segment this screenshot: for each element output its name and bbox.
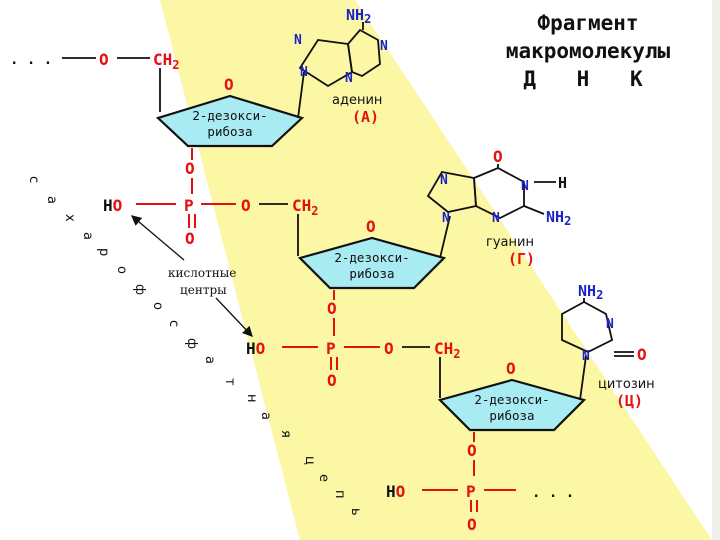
svg-text:N: N	[521, 179, 529, 194]
svg-text:N: N	[440, 173, 448, 188]
ch2-group-2: CH2	[292, 196, 319, 218]
base-name-adenine: аденин	[332, 93, 382, 108]
chain-label-letter: о	[114, 266, 129, 274]
guanine-carbonyl-o: O	[493, 147, 503, 166]
ellipsis-left: . . .	[10, 52, 52, 68]
ester-oxygen-3: O	[384, 339, 394, 358]
svg-text:N: N	[606, 317, 614, 332]
acid-centers-line1: кислотные	[168, 266, 236, 280]
ho-label-3: HO	[386, 482, 405, 501]
sugar-label-1a: 2-дезокси-	[192, 108, 267, 123]
slide-edge	[712, 0, 720, 540]
ho-label-1: HO	[103, 196, 122, 215]
chain-label-letter: н	[244, 394, 259, 403]
guanine-structure: N N N N O H NH2	[426, 147, 571, 228]
svg-text:N: N	[345, 71, 353, 86]
acid-arrow-2	[215, 297, 253, 337]
sugar-label-1b: рибоза	[207, 124, 252, 139]
base-name-cytosine: цитозин	[598, 377, 655, 392]
sugar-label-3b: рибоза	[489, 408, 534, 423]
svg-text:N: N	[300, 65, 308, 80]
ch2-group-3: CH2	[434, 339, 461, 361]
phosphorus-1: P	[184, 196, 194, 215]
svg-text:N: N	[582, 349, 590, 364]
adenine-structure: N N N N NH2	[294, 6, 388, 88]
chain-label-letter: п	[332, 490, 347, 499]
ester-oxygen-2: O	[241, 196, 251, 215]
phosphate-oxygen-3a: O	[467, 441, 477, 460]
chain-label-letter: ц	[302, 456, 317, 465]
sugar-label-2b: рибоза	[349, 266, 394, 281]
phosphorus-3: P	[466, 482, 476, 501]
phosphate-oxygen-3b: O	[467, 515, 477, 534]
phosphate-oxygen-1a: O	[185, 159, 195, 178]
svg-text:N: N	[442, 211, 450, 226]
sugar-label-2a: 2-дезокси-	[334, 250, 409, 265]
ring-oxygen-1: O	[224, 75, 234, 94]
ribose-ring-2	[297, 236, 447, 290]
chain-label-letter: ф	[132, 284, 147, 295]
nucleotide-3: CH2 O 2-дезокси- рибоза N N NH2 O цитози…	[386, 282, 655, 534]
base-code-guanine: (Г)	[508, 250, 535, 268]
chain-label-letter: с	[166, 320, 181, 327]
guanine-nh2: NH2	[546, 208, 571, 228]
ho-label-2: HO	[246, 339, 265, 358]
guanine-h: H	[558, 174, 567, 192]
svg-text:N: N	[492, 211, 500, 226]
svg-text:N: N	[380, 39, 388, 54]
chain-label-letter: х	[62, 214, 77, 222]
chain-label-letter: а	[80, 232, 95, 240]
ring-oxygen-2: O	[366, 217, 376, 236]
nucleotide-2: CH2 O 2-дезокси- рибоза N N N N O H NH2 …	[246, 147, 571, 390]
chain-label-letter: а	[44, 196, 59, 204]
ester-oxygen-1: O	[99, 50, 109, 69]
chain-label-letter: р	[96, 248, 111, 256]
base-code-cytosine: (Ц)	[616, 392, 643, 410]
sugar-label-3a: 2-дезокси-	[474, 392, 549, 407]
cytosine-carbonyl-o: O	[637, 345, 647, 364]
ribose-ring-3	[437, 378, 587, 432]
phosphate-oxygen-2a: O	[327, 299, 337, 318]
title-line-2: макромолекулы	[506, 39, 671, 63]
phosphate-oxygen-2b: O	[327, 371, 337, 390]
title-line-3: Д Н К	[523, 67, 656, 91]
phosphate-oxygen-1b: O	[185, 229, 195, 248]
chain-label-letter: ф	[184, 338, 199, 349]
acid-centers-line2: центры	[180, 283, 227, 297]
base-name-guanine: гуанин	[486, 235, 534, 250]
chain-label-letter: а	[202, 356, 217, 364]
ribose-ring-1	[155, 94, 305, 148]
cytosine-nh2: NH2	[578, 282, 603, 302]
svg-text:N: N	[294, 33, 302, 48]
ellipsis-right: . . .	[532, 485, 574, 501]
chain-label-letter: е	[316, 474, 331, 482]
nucleotide-1: . . . O CH2 O 2-дезокси- рибоза N N N N …	[10, 6, 388, 248]
chain-label-letter: а	[258, 412, 273, 420]
base-code-adenine: (А)	[352, 108, 379, 126]
chain-label-letter: ь	[348, 508, 363, 516]
phosphorus-2: P	[326, 339, 336, 358]
chain-label-letter: т	[222, 378, 237, 386]
chain-label-letter: о	[150, 302, 165, 310]
ring-oxygen-3: O	[506, 359, 516, 378]
ch2-group-1: CH2	[153, 50, 180, 72]
adenine-nh2: NH2	[346, 6, 371, 26]
cytosine-structure: N N NH2 O	[561, 282, 647, 364]
chain-label-letter: с	[26, 176, 41, 183]
chain-label-letter: я	[278, 430, 293, 438]
title-line-1: Фрагмент	[537, 11, 638, 35]
acid-arrow-1	[131, 215, 185, 261]
